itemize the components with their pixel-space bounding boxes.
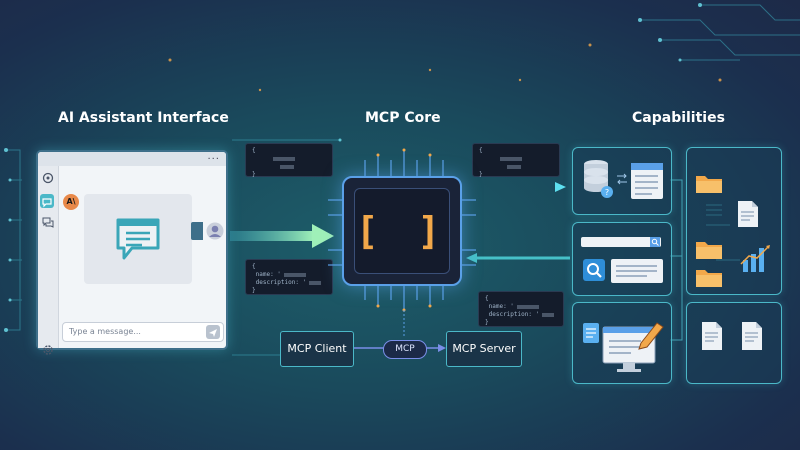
capabilities-heading: Capabilities: [632, 110, 725, 126]
search-results-icon: [611, 259, 663, 283]
search-bar-icon: [650, 237, 660, 247]
chat-message-icon: [116, 218, 160, 260]
chat-window: ... A\: [36, 150, 228, 355]
folder-icon-1: [696, 176, 722, 193]
protocol-arrow-right: [438, 344, 446, 352]
bar-chart-icon: [740, 245, 770, 272]
output-arrow-top-head: [555, 182, 566, 192]
core-brackets-symbol: [ ]: [355, 209, 449, 253]
magnifier-icon: [583, 259, 605, 281]
more-menu-icon[interactable]: ...: [207, 151, 220, 162]
data-table-icon: [631, 163, 663, 199]
request-code-snippet-bottom: { name: ' description: ' }: [245, 259, 333, 295]
database-icon: ?: [584, 160, 613, 198]
capability-docs-panel[interactable]: [686, 302, 782, 384]
snippet-name-field-2: name: ': [488, 303, 514, 310]
search-bar: [581, 237, 661, 247]
snippet-description-field: description: ': [255, 279, 307, 286]
capability-files-panel[interactable]: [686, 147, 782, 295]
mcp-protocol-pill[interactable]: MCP: [383, 340, 427, 359]
mcp-core-chip[interactable]: [ ]: [342, 176, 462, 286]
folder-icon-2: [696, 242, 722, 259]
svg-text:?: ?: [605, 188, 609, 197]
folder-icon-3: [696, 270, 722, 287]
send-button[interactable]: [206, 325, 220, 339]
message-input[interactable]: Type a message...: [62, 322, 224, 342]
mcp-client-label: MCP Client: [287, 342, 347, 355]
assistant-message-card: [84, 194, 192, 284]
ai-assistant-heading: AI Assistant Interface: [58, 110, 229, 126]
user-message-bubble: [191, 222, 203, 240]
input-arrow-head: [312, 224, 334, 248]
assistant-logo-text: A\: [66, 197, 76, 206]
document-icon-3: [742, 322, 762, 350]
return-arrow-head: [466, 253, 477, 263]
capability-search-panel[interactable]: [572, 222, 672, 296]
code-doc-icon: [583, 323, 599, 343]
input-arrow-shaft: [230, 231, 314, 241]
monitor-edit-icon: [602, 322, 664, 372]
response-code-snippet-top: { }: [472, 143, 560, 178]
chat-sidebar: [38, 166, 59, 355]
message-input-placeholder: Type a message...: [69, 327, 141, 336]
mcp-core-inner: [ ]: [354, 188, 450, 274]
send-icon: [209, 329, 217, 337]
chat-bubble-icon[interactable]: [40, 194, 54, 208]
snippet-name-field: name: ': [255, 271, 281, 278]
mcp-protocol-label: MCP: [395, 344, 415, 354]
mcp-server-label: MCP Server: [452, 342, 516, 355]
capability-database-panel[interactable]: ?: [572, 147, 672, 215]
swap-arrows-icon: [617, 173, 627, 185]
conversations-icon[interactable]: [42, 216, 54, 228]
snippet-description-field-2: description: ': [488, 311, 540, 318]
settings-gear-icon[interactable]: [42, 344, 54, 356]
response-code-snippet-bottom: { name: ' description: ' }: [478, 291, 564, 327]
openai-icon[interactable]: [42, 172, 54, 184]
request-code-snippet-top: { }: [245, 143, 333, 178]
mcp-server-box[interactable]: MCP Server: [446, 331, 522, 367]
mcp-core-heading: MCP Core: [365, 110, 441, 126]
assistant-avatar: A\: [63, 194, 79, 210]
window-titlebar: ...: [38, 151, 226, 166]
capability-editor-panel[interactable]: [572, 302, 672, 384]
document-icon-2: [702, 322, 722, 350]
mcp-client-box[interactable]: MCP Client: [280, 331, 354, 367]
user-avatar-icon: [206, 222, 224, 240]
document-icon-1: [738, 201, 758, 227]
